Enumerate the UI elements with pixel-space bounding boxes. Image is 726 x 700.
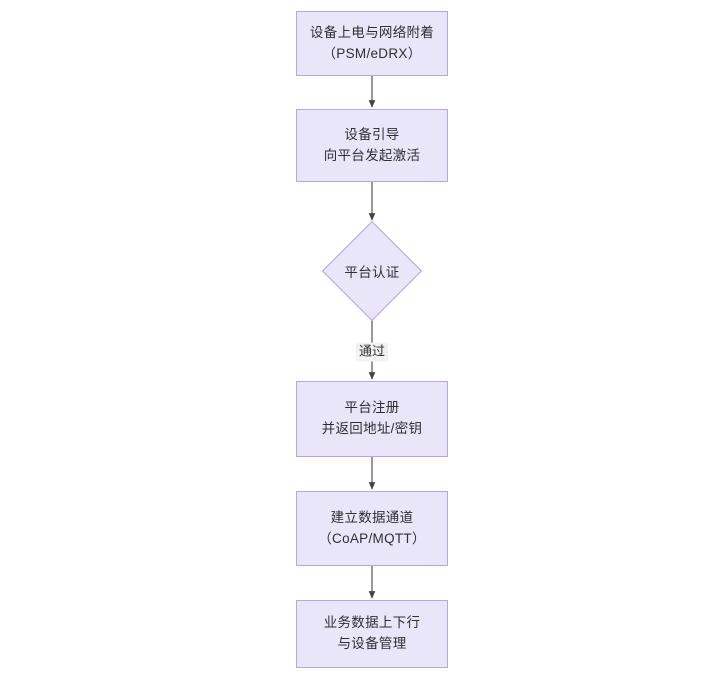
node-data-channel-line-2: （CoAP/MQTT） [318,530,426,546]
node-platform-auth-label: 平台认证 [344,265,400,280]
node-bootstrap-line-1: 设备引导 [344,126,400,142]
node-platform-register[interactable]: 平台注册 并返回地址/密钥 [296,381,448,457]
edge-label-pass: 通过 [355,342,389,362]
node-business-data-line-2: 与设备管理 [337,636,407,651]
node-power-on[interactable]: 设备上电与网络附着 （PSM/eDRX） [296,11,448,76]
diamond-shape [322,221,422,321]
node-power-on-line-2: （PSM/eDRX） [322,45,422,61]
node-power-on-line-1: 设备上电与网络附着 [309,24,435,40]
node-platform-register-line-2: 并返回地址/密钥 [321,421,423,436]
node-platform-register-line-1: 平台注册 [344,400,400,416]
node-business-data[interactable]: 业务数据上下行 与设备管理 [296,600,448,668]
node-bootstrap-line-2: 向平台发起激活 [323,147,421,163]
node-data-channel[interactable]: 建立数据通道 （CoAP/MQTT） [296,491,448,566]
node-data-channel-line-1: 建立数据通道 [330,509,414,525]
node-business-data-line-1: 业务数据上下行 [323,615,421,631]
node-platform-auth[interactable]: 平台认证 [322,221,422,321]
node-bootstrap[interactable]: 设备引导 向平台发起激活 [296,109,448,182]
